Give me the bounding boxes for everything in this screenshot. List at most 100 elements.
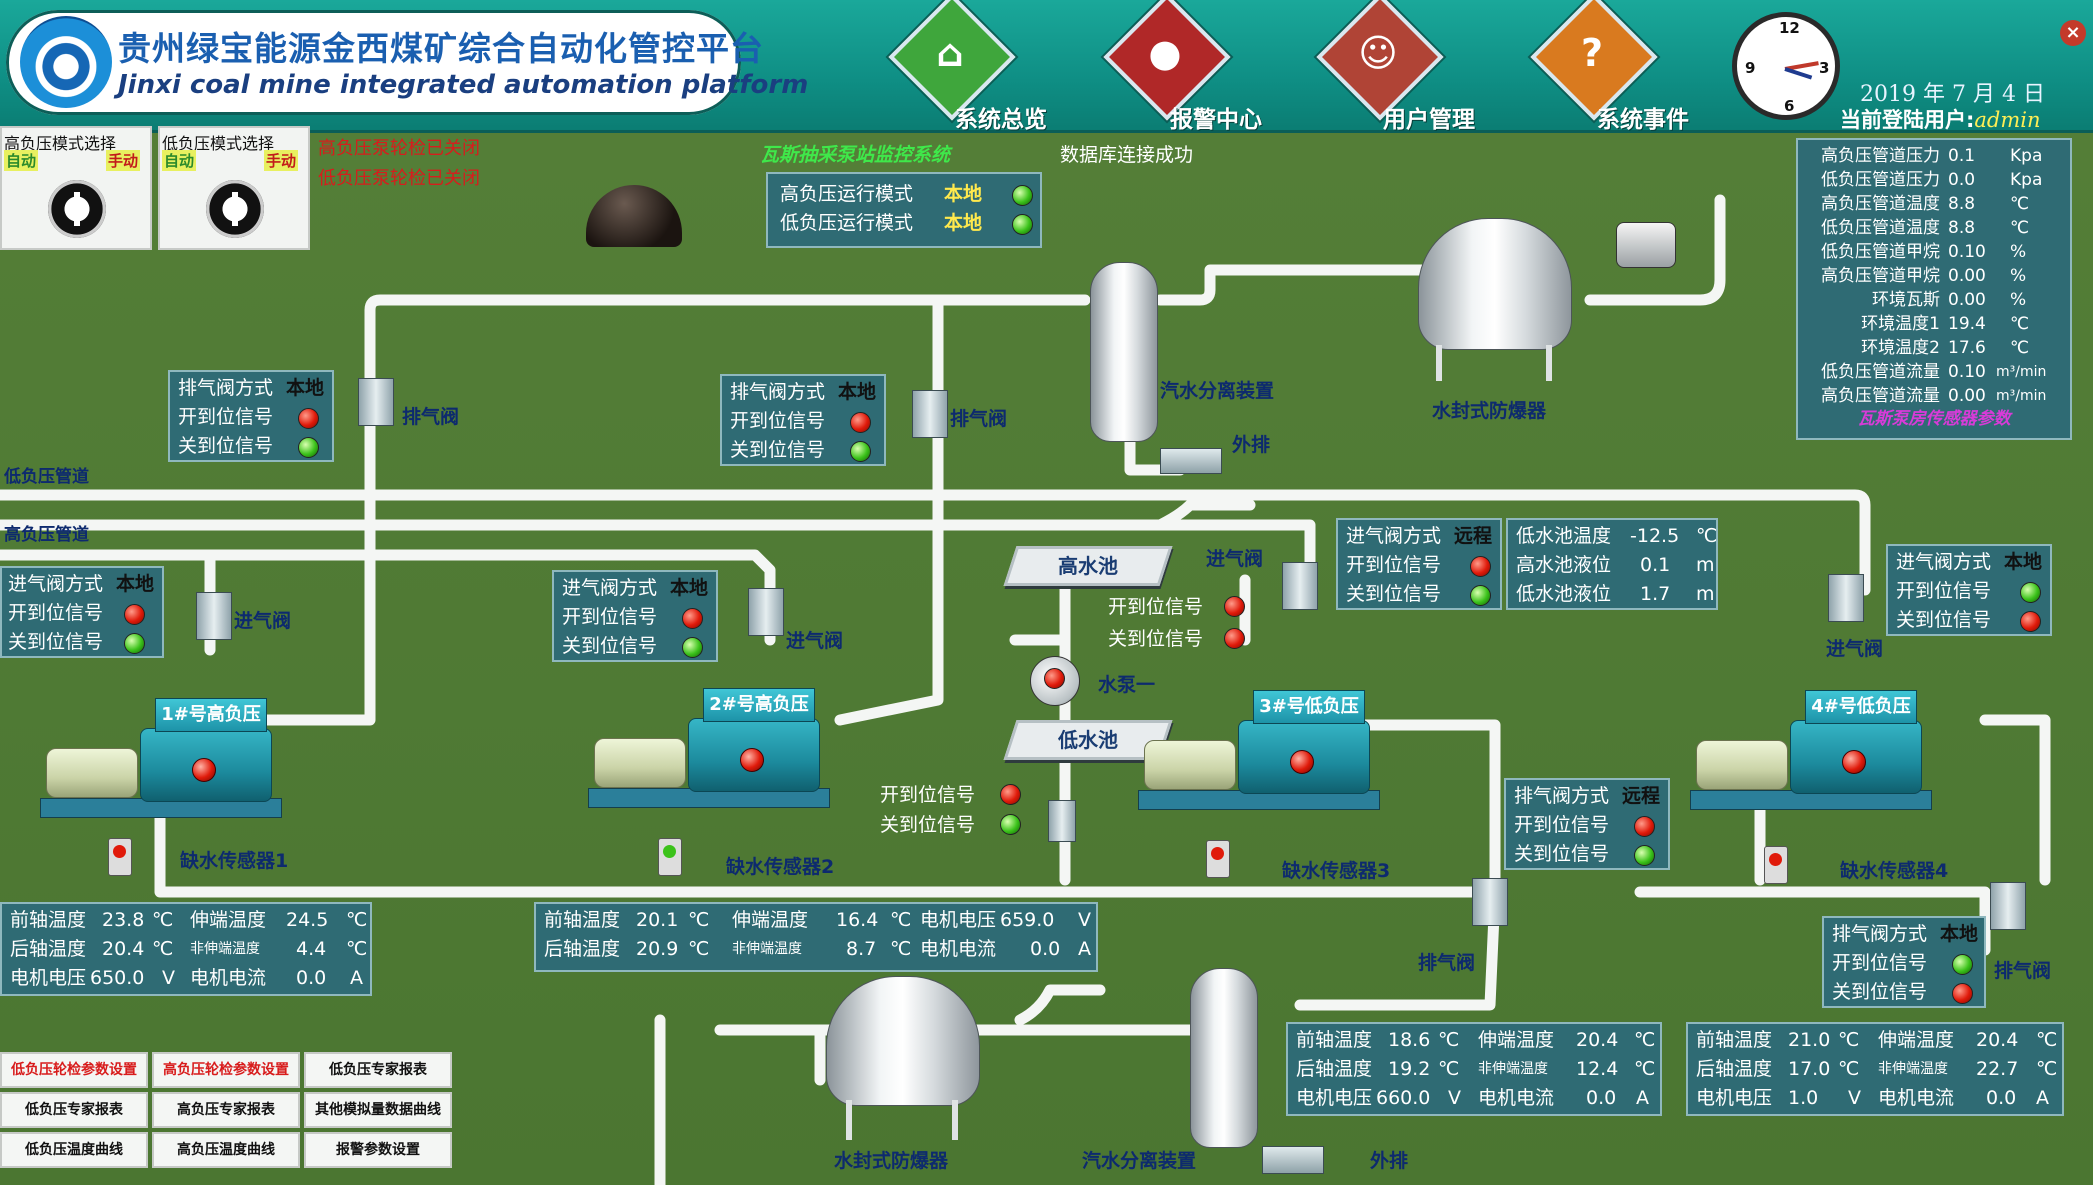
- user-icon-glyph: ☺: [1358, 31, 1398, 75]
- open-signal-label: 开到位信号: [8, 602, 104, 624]
- intake-valve-panel-2: 进气阀方式本地 开到位信号 关到位信号: [552, 570, 718, 662]
- intake-valve-panel-3: 进气阀方式远程 开到位信号 关到位信号: [1336, 518, 1502, 610]
- motor-voltage-label: 电机电压: [10, 967, 87, 989]
- high-pressure-wheel-settings-button[interactable]: 高负压轮检参数设置: [152, 1052, 300, 1088]
- high-pressure-mode-selector[interactable]: 高负压模式选择 自动 手动: [0, 126, 152, 250]
- unit: ℃: [890, 909, 912, 931]
- mode-knob-icon[interactable]: [48, 180, 106, 238]
- low-pressure-temp-curve-button[interactable]: 低负压温度曲线: [0, 1132, 148, 1168]
- high-pressure-temp-curve-button[interactable]: 高负压温度曲线: [152, 1132, 300, 1168]
- pump-motor: [1144, 740, 1236, 790]
- drain-valve-bottom[interactable]: [1262, 1146, 1324, 1174]
- unit: V: [1448, 1087, 1461, 1109]
- separator-label: 汽水分离装置: [1160, 380, 1275, 402]
- open-signal-label: 开到位信号: [1514, 814, 1610, 836]
- nonextend-temp-label: 非伸端温度: [732, 941, 802, 957]
- motor-voltage-label: 电机电压: [1696, 1087, 1773, 1109]
- alarm-siren-icon-glyph: ●: [1148, 31, 1182, 75]
- exhaust-valve-4[interactable]: [1990, 882, 2026, 930]
- high-pressure-expert-report-button[interactable]: 高负压专家报表: [152, 1092, 300, 1128]
- pump-status-lamp-icon: [192, 758, 216, 782]
- pump-name: 2#号高负压: [703, 688, 815, 722]
- unit: ℃: [152, 938, 174, 960]
- sensor-value: 8.8: [1948, 194, 1976, 214]
- valve-mode-value: 本地: [116, 573, 155, 595]
- motor-current-label: 电机电流: [920, 938, 997, 960]
- front-temp-label: 前轴温度: [544, 909, 621, 931]
- nav-system-events[interactable]: ? 系统事件: [1497, 0, 1717, 133]
- close-icon[interactable]: ×: [2060, 20, 2086, 46]
- help-question-icon-glyph: ?: [1580, 31, 1604, 75]
- front-temp-value: 20.1: [636, 909, 679, 931]
- flame-arrester-label: 水封式防爆器: [834, 1150, 949, 1172]
- tank-leg: [846, 1100, 852, 1140]
- close-signal-lamp-icon: [850, 441, 871, 462]
- drain-label: 外排: [1232, 434, 1271, 456]
- separator-label: 汽水分离装置: [1082, 1150, 1197, 1172]
- open-signal-lamp-icon: [1952, 954, 1973, 975]
- clock-number: 3: [1819, 59, 1830, 77]
- title-plate: 贵州绿宝能源金西煤矿综合自动化管控平台 Jinxi coal mine inte…: [6, 10, 808, 115]
- unit: ℃: [1634, 1029, 1656, 1051]
- exhaust-valve-label: 排气阀: [1418, 952, 1476, 974]
- function-button-grid: 低负压轮检参数设置 高负压轮检参数设置 低负压专家报表 低负压专家报表 高负压专…: [0, 1052, 460, 1178]
- intake-valve-2[interactable]: [748, 588, 784, 636]
- low-pressure-mode-selector[interactable]: 低负压模式选择 自动 手动: [158, 126, 310, 250]
- mode-option-manual[interactable]: 手动: [106, 150, 141, 171]
- valve-mode-value: 远程: [1622, 785, 1661, 807]
- valve-mode-label: 排气阀方式: [1514, 785, 1610, 807]
- water-shortage-sensor-1: [108, 838, 132, 876]
- alarm-settings-button[interactable]: 报警参数设置: [304, 1132, 452, 1168]
- drain-valve-top[interactable]: [1160, 448, 1222, 474]
- pump-name: 1#号高负压: [155, 698, 267, 732]
- unit: ℃: [1634, 1058, 1656, 1080]
- close-signal-label: 关到位信号: [1896, 609, 1992, 631]
- extend-temp-label: 伸端温度: [732, 909, 809, 931]
- drain-label: 外排: [1370, 1150, 1409, 1172]
- sensor-unit: ℃: [2010, 338, 2030, 358]
- exhaust-valve-label: 排气阀: [402, 406, 460, 428]
- close-signal-lamp-icon: [1952, 983, 1973, 1004]
- rear-temp-value: 20.4: [102, 938, 145, 960]
- exhaust-valve-3[interactable]: [1472, 878, 1508, 926]
- pool-data-value: 0.1: [1640, 554, 1671, 576]
- mode-option-manual[interactable]: 手动: [264, 150, 299, 171]
- open-signal-lamp-icon: [682, 608, 703, 629]
- pool-drain-valve[interactable]: [1048, 800, 1076, 842]
- sensor-value: 0.10: [1948, 362, 1986, 382]
- low-pressure-expert-report-button[interactable]: 低负压专家报表: [304, 1052, 452, 1088]
- rear-temp-label: 后轴温度: [1696, 1058, 1773, 1080]
- analog-clock: 12 3 6 9: [1732, 12, 1840, 120]
- app-title-cn: 贵州绿宝能源金西煤矿综合自动化管控平台: [118, 29, 764, 68]
- nav-system-overview[interactable]: ⌂ 系统总览: [855, 0, 1075, 133]
- intake-valve-1[interactable]: [196, 592, 232, 640]
- sensor-lamp-icon: [113, 845, 126, 858]
- nav-user-management[interactable]: ☺ 用户管理: [1283, 0, 1503, 133]
- high-pool: 高水池: [1003, 546, 1173, 586]
- low-pressure-wheel-settings-button[interactable]: 低负压轮检参数设置: [0, 1052, 148, 1088]
- motor-voltage-value: 660.0: [1376, 1087, 1431, 1109]
- intake-valve-label: 进气阀: [1206, 548, 1264, 570]
- analog-data-curve-button[interactable]: 其他模拟量数据曲线: [304, 1092, 452, 1128]
- mode-option-auto[interactable]: 自动: [162, 150, 197, 171]
- pool-data-unit: ℃: [1696, 525, 1718, 547]
- separator-tank-bottom: [1190, 968, 1258, 1148]
- exhaust-valve-2[interactable]: [912, 390, 948, 438]
- low-pressure-expert-report-button-2[interactable]: 低负压专家报表: [0, 1092, 148, 1128]
- intake-valve-3[interactable]: [1282, 562, 1318, 610]
- sensor-unit: ℃: [2010, 314, 2030, 334]
- close-signal-label: 关到位信号: [8, 631, 104, 653]
- intake-valve-4[interactable]: [1828, 574, 1864, 622]
- close-signal-lamp-icon: [682, 637, 703, 658]
- front-temp-label: 前轴温度: [1296, 1029, 1373, 1051]
- open-signal-lamp-icon: [1634, 816, 1655, 837]
- valve-mode-value: 远程: [1454, 525, 1493, 547]
- exhaust-valve-1[interactable]: [358, 378, 394, 426]
- current-user: 当前登陆用户:admin: [1840, 104, 2041, 134]
- nav-alarm-center[interactable]: ● 报警中心: [1070, 0, 1290, 133]
- close-signal-lamp-icon: [1000, 814, 1021, 835]
- mode-knob-icon[interactable]: [206, 180, 264, 238]
- mode-option-auto[interactable]: 自动: [4, 150, 39, 171]
